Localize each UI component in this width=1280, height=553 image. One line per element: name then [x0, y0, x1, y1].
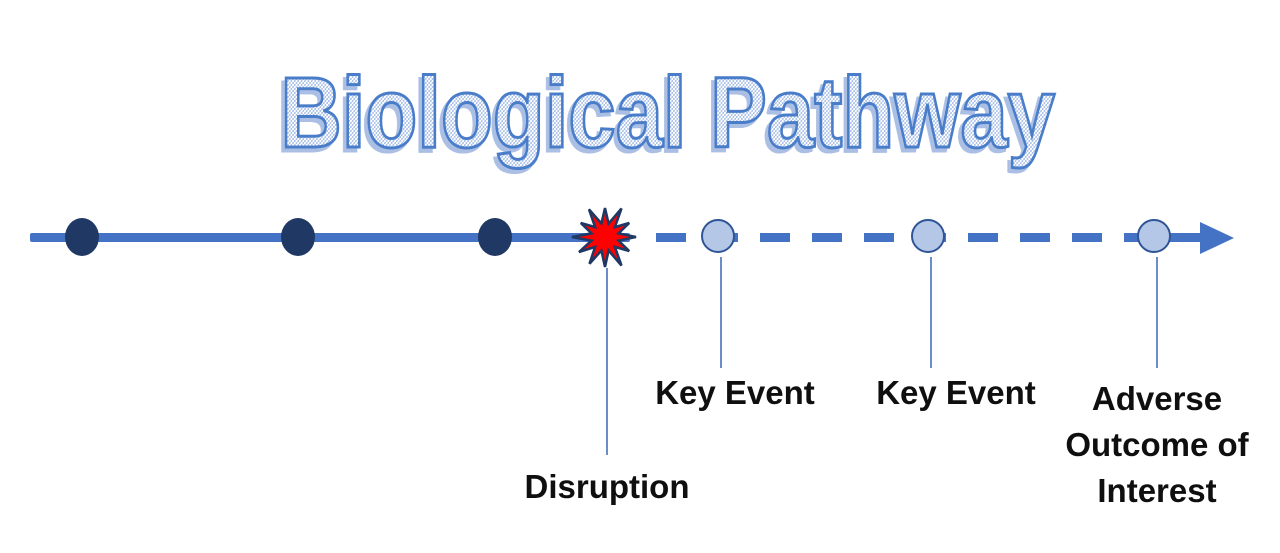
page-title-wrap: Biological Pathway: [0, 57, 1280, 170]
key-event-node-1: [701, 219, 735, 253]
key-event-2-label: Key Event: [876, 374, 1036, 411]
adverse-outcome-node: [1137, 219, 1171, 253]
key-event-1-callout-line: [720, 257, 722, 368]
key-event-node-2: [911, 219, 945, 253]
timeline-arrow-shaft: [1168, 233, 1202, 242]
disruption-burst-icon: [571, 207, 637, 268]
key-event-1-label: Key Event: [655, 374, 815, 411]
pathway-node-dark-3: [478, 218, 512, 256]
pathway-node-dark-1: [65, 218, 99, 256]
adverse-outcome-callout-line: [1156, 257, 1158, 368]
page-title: Biological Pathway: [279, 57, 1056, 170]
arrow-head-icon: [1200, 222, 1234, 254]
adverse-outcome-label: Adverse Outcome of Interest: [1065, 380, 1249, 509]
pathway-node-dark-2: [281, 218, 315, 256]
key-event-2-callout-line: [930, 257, 932, 368]
timeline-solid-segment: [30, 233, 630, 242]
disruption-label: Disruption: [524, 468, 690, 505]
disruption-callout-line: [606, 268, 608, 455]
